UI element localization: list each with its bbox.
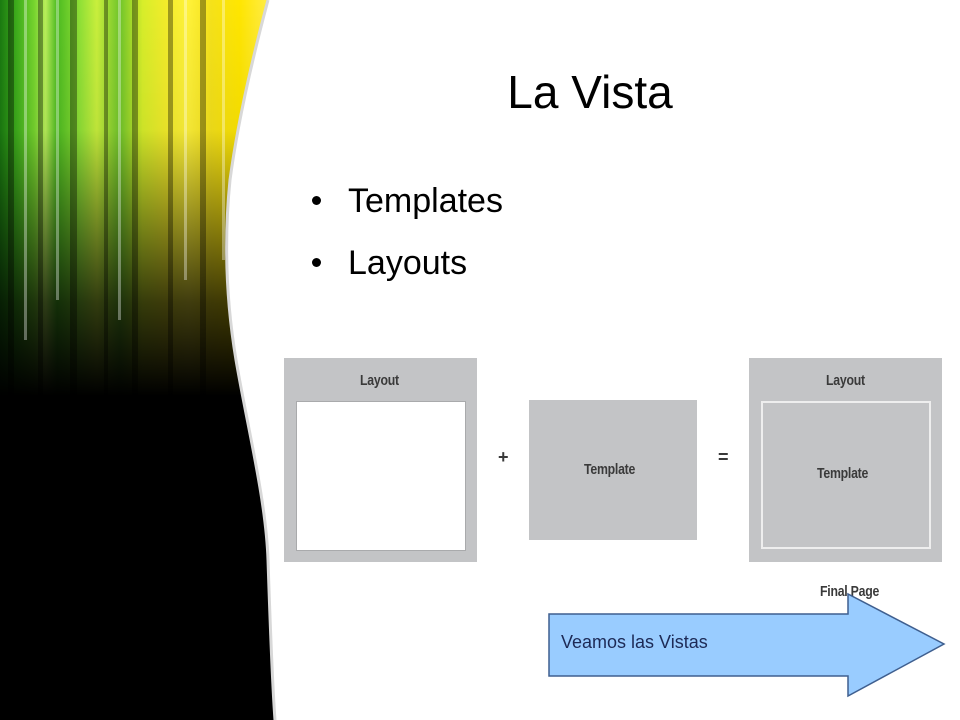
bullet-item-layouts: Layouts: [310, 238, 503, 300]
template-box-label: Template: [584, 461, 636, 478]
final-template-label: Template: [817, 465, 869, 482]
layout-box-label: Layout: [360, 372, 399, 389]
final-layout-label: Layout: [826, 372, 865, 389]
veamos-las-vistas-arrow-button[interactable]: Veamos las Vistas: [547, 592, 947, 700]
bullet-text: Templates: [348, 182, 503, 220]
slide-title: La Vista: [507, 66, 673, 118]
final-page-caption: Final Page: [820, 583, 880, 600]
right-arrow-icon: [548, 592, 946, 698]
layout-box: [284, 358, 477, 562]
bullet-list: Templates Layouts: [310, 176, 503, 300]
bullet-item-templates: Templates: [310, 176, 503, 238]
equals-sign: =: [718, 447, 729, 467]
layout-content-slot: [296, 401, 466, 551]
template-box: [529, 400, 697, 540]
bullet-dot-icon: [312, 258, 321, 267]
arrow-button-label: Veamos las Vistas: [561, 632, 708, 652]
final-template-slot: [761, 401, 931, 549]
plus-sign: +: [498, 447, 509, 467]
final-layout-box: [749, 358, 942, 562]
bullet-dot-icon: [312, 196, 321, 205]
curtain-background: [0, 0, 277, 720]
bullet-text: Layouts: [348, 244, 468, 282]
